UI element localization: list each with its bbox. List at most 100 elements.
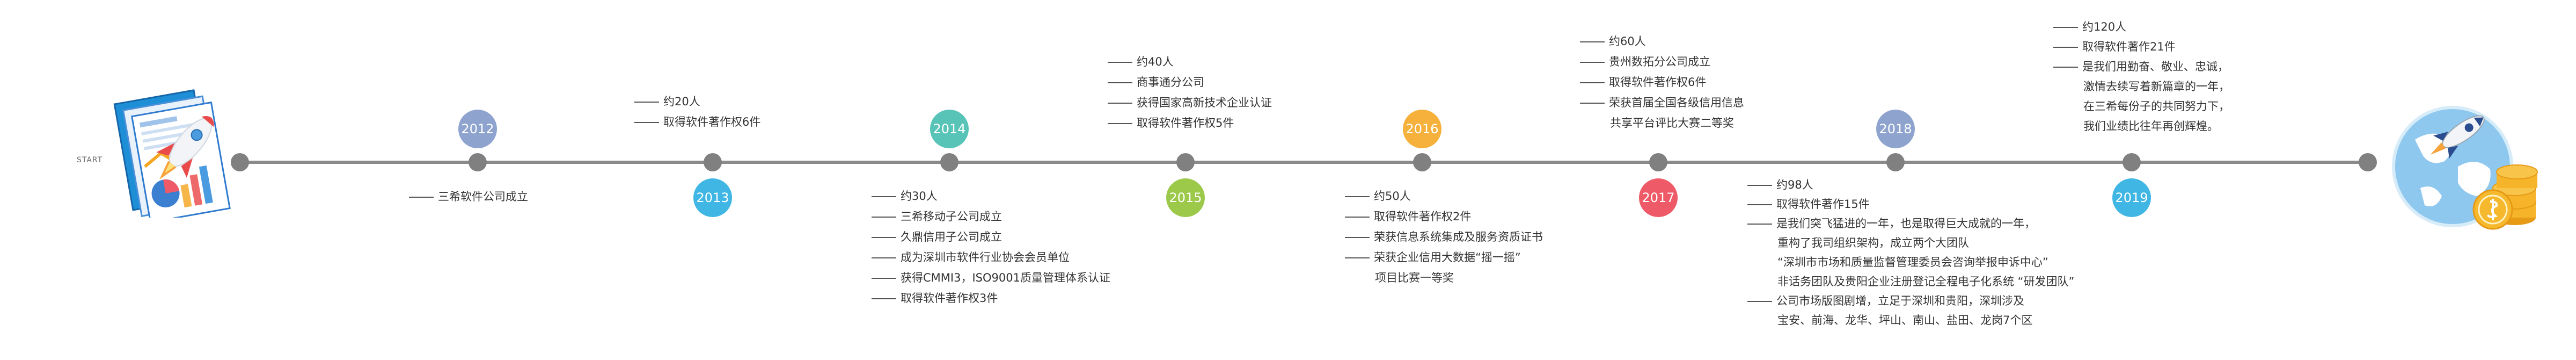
note-item: 商事通分公司 (1108, 72, 1272, 92)
timeline-dot-2013 (704, 153, 722, 171)
note-text: 获得国家高新技术企业认证 (1137, 96, 1272, 109)
milestone-note-2015: 约40人 商事通分公司 获得国家高新技术企业认证 取得软件著作权5件 (1108, 52, 1272, 133)
note-text: 共享平台评比大赛二等奖 (1610, 117, 1734, 129)
note-text: 约30人 (901, 190, 938, 203)
note-item: 取得软件著作15件 (1747, 195, 2074, 214)
note-text: 我们业绩比往年再创辉煌。 (2083, 120, 2219, 133)
note-text: 是我们突飞猛进的一年，也是取得巨大成就的一年， (1776, 217, 2036, 230)
note-item: 获得CMMI3，ISO9001质量管理体系认证 (872, 268, 1110, 288)
year-badge-2015: 2015 (1166, 178, 1205, 217)
note-item: 取得软件著作权2件 (1345, 206, 1543, 227)
start-label: START (77, 156, 103, 164)
timeline-dot-end (2359, 153, 2377, 171)
milestone-note-2019: 约120人 取得软件著作21件 是我们用勤奋、敬业、忠诚， 激情去续写着新篇章的… (2053, 17, 2230, 136)
milestone-note-2012: 三希软件公司成立 (409, 186, 528, 207)
note-text: 三希软件公司成立 (438, 190, 528, 203)
note-text: 三希移动子公司成立 (901, 210, 1002, 223)
timeline-dot-2015 (1176, 153, 1195, 171)
note-item: 约120人 (2053, 17, 2230, 37)
note-item: 成为深圳市软件行业协会会员单位 (872, 247, 1110, 268)
timeline-dot-2014 (940, 153, 958, 171)
note-text: 项目比赛一等奖 (1375, 271, 1454, 284)
note-text: 取得软件著作15件 (1776, 198, 1870, 211)
note-text: 取得软件著作权3件 (901, 292, 998, 305)
timeline-dot-2019 (2123, 153, 2141, 171)
milestone-note-2017: 约60人 贵州数拓分公司成立 取得软件著作权6件 荣获首届全国各级信用信息 共享… (1580, 31, 1744, 133)
note-text: 取得软件著作权6件 (1609, 76, 1707, 89)
note-text: 取得软件著作权5件 (1137, 117, 1234, 129)
note-item: 取得软件著作权3件 (872, 288, 1110, 308)
timeline-dot-2017 (1649, 153, 1667, 171)
milestone-note-2018: 约98人 取得软件著作15件 是我们突飞猛进的一年，也是取得巨大成就的一年， 重… (1747, 175, 2074, 330)
year-badge-2012: 2012 (458, 110, 497, 148)
note-item: 约50人 (1345, 186, 1543, 206)
note-item: 取得软件著作21件 (2053, 37, 2230, 57)
year-badge-2018: 2018 (1876, 110, 1915, 148)
note-text: 取得软件著作权6件 (663, 116, 761, 128)
note-item: 荣获首届全国各级信用信息 (1580, 92, 1744, 113)
note-item: 获得国家高新技术企业认证 (1108, 92, 1272, 113)
note-item: 是我们用勤奋、敬业、忠诚， (2053, 57, 2230, 77)
note-item: 公司市场版图剧增，立足于深圳和贵阳，深圳涉及 (1747, 291, 2074, 311)
timeline-dot-2018 (1886, 153, 1905, 171)
year-badge-2017: 2017 (1639, 178, 1678, 217)
note-text: 获得CMMI3，ISO9001质量管理体系认证 (901, 271, 1110, 284)
note-item: 共享平台评比大赛二等奖 (1580, 113, 1744, 133)
note-item: 取得软件著作权6件 (634, 112, 760, 132)
timeline-dot-start (231, 153, 249, 171)
note-text: 荣获企业信用大数据“摇一摇” (1374, 251, 1521, 264)
note-item: 取得软件著作权6件 (1580, 72, 1744, 92)
note-item: 项目比赛一等奖 (1345, 268, 1543, 288)
milestone-note-2016: 约50人 取得软件著作权2件 荣获信息系统集成及服务资质证书 荣获企业信用大数据… (1345, 186, 1543, 288)
note-item: “深圳市市场和质量监督管理委员会咨询举报申诉中心” (1747, 253, 2074, 272)
note-text: 约120人 (2082, 20, 2127, 33)
note-text: 取得软件著作21件 (2082, 40, 2176, 53)
timeline-axis (239, 161, 2372, 164)
note-item: 贵州数拓分公司成立 (1580, 52, 1744, 72)
year-badge-2014: 2014 (930, 110, 969, 148)
note-text: “深圳市市场和质量监督管理委员会咨询举报申诉中心” (1777, 256, 2048, 269)
note-text: 贵州数拓分公司成立 (1609, 55, 1710, 68)
note-text: 荣获首届全国各级信用信息 (1609, 96, 1744, 109)
milestone-note-2014: 约30人 三希移动子公司成立 久鼎信用子公司成立 成为深圳市软件行业协会会员单位… (872, 186, 1110, 308)
note-text: 久鼎信用子公司成立 (901, 231, 1002, 243)
note-text: 激情去续写着新篇章的一年， (2083, 80, 2230, 93)
note-text: 重构了我司组织架构，成立两个大团队 (1777, 236, 1969, 249)
note-item: 激情去续写着新篇章的一年， (2053, 77, 2230, 97)
year-badge-2019: 2019 (2112, 178, 2151, 217)
note-item: 约30人 (872, 186, 1110, 206)
rocket-start-illustration (107, 83, 247, 224)
note-text: 约50人 (1374, 190, 1411, 203)
note-text: 非话务团队及贵阳企业注册登记全程电子化系统 “研发团队” (1777, 275, 2075, 288)
note-item: 非话务团队及贵阳企业注册登记全程电子化系统 “研发团队” (1747, 272, 2074, 291)
note-item: 荣获企业信用大数据“摇一摇” (1345, 247, 1543, 268)
note-item: 约20人 (634, 91, 760, 112)
note-item: 约98人 (1747, 175, 2074, 195)
note-text: 约20人 (663, 95, 700, 108)
note-text: 约60人 (1609, 35, 1646, 48)
note-text: 取得软件著作权2件 (1374, 210, 1472, 223)
note-text: 约98人 (1776, 178, 1813, 191)
note-text: 约40人 (1137, 55, 1174, 68)
note-item: 久鼎信用子公司成立 (872, 227, 1110, 247)
note-text: 是我们用勤奋、敬业、忠诚， (2082, 60, 2229, 73)
globe-rocket-illustration (2383, 81, 2544, 242)
note-item: 三希移动子公司成立 (872, 206, 1110, 227)
year-badge-2013: 2013 (693, 178, 732, 217)
note-text: 成为深圳市软件行业协会会员单位 (901, 251, 1070, 264)
note-item: 在三希每份子的共同努力下， (2053, 97, 2230, 117)
milestone-note-2013: 约20人 取得软件著作权6件 (634, 91, 760, 132)
year-badge-2016: 2016 (1403, 110, 1441, 148)
note-item: 取得软件著作权5件 (1108, 113, 1272, 133)
note-item: 是我们突飞猛进的一年，也是取得巨大成就的一年， (1747, 214, 2074, 233)
note-item: 重构了我司组织架构，成立两个大团队 (1747, 233, 2074, 253)
note-text: 宝安、前海、龙华、坪山、南山、盐田、龙岗7个区 (1777, 314, 2033, 327)
note-text: 商事通分公司 (1137, 76, 1204, 89)
note-item: 宝安、前海、龙华、坪山、南山、盐田、龙岗7个区 (1747, 311, 2074, 330)
timeline-dot-2012 (469, 153, 487, 171)
note-item: 三希软件公司成立 (409, 186, 528, 207)
note-text: 在三希每份子的共同努力下， (2083, 100, 2230, 113)
note-item: 约60人 (1580, 31, 1744, 52)
note-item: 荣获信息系统集成及服务资质证书 (1345, 227, 1543, 247)
